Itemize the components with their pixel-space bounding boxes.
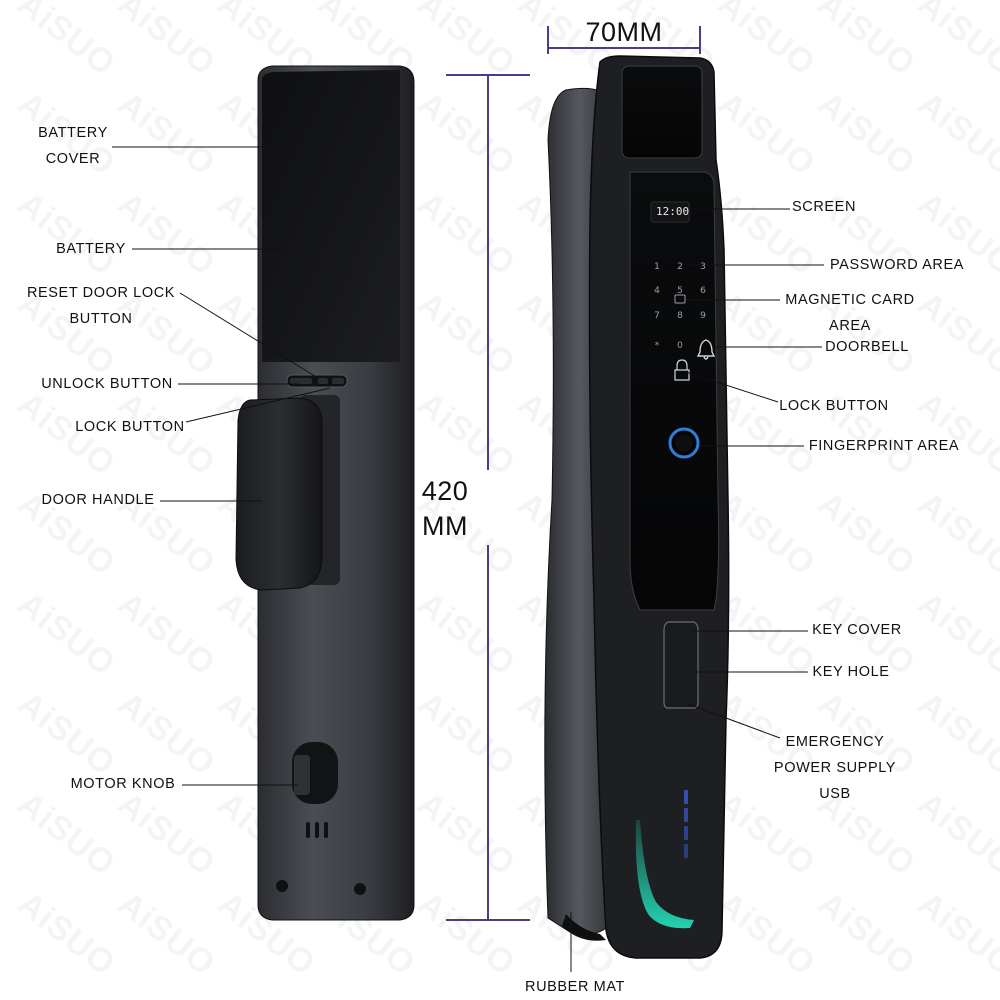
front-lock-group <box>544 55 730 959</box>
label-screen: SCREEN <box>791 199 857 215</box>
label-magnetic-card-line2: AREA <box>829 318 871 334</box>
label-emergency-line3: USB <box>819 786 851 802</box>
keypad-key[interactable]: 9 <box>700 311 706 321</box>
label-emergency-line1: EMERGENCY <box>785 734 885 750</box>
rubber-mat <box>562 914 606 941</box>
height-dimension <box>446 74 530 921</box>
back-plate-group <box>235 65 415 921</box>
label-magnetic-card-line1: MAGNETIC CARD <box>785 292 915 308</box>
led-bar-4 <box>684 844 688 858</box>
led-strip <box>635 820 694 929</box>
label-password-area: PASSWORD AREA <box>829 257 965 273</box>
led-bar-1 <box>684 790 688 804</box>
magnetic-card-icon[interactable] <box>674 294 686 304</box>
label-battery-cover-line1: BATTERY <box>38 125 108 141</box>
speaker-slot-3 <box>324 822 328 838</box>
keypad-key[interactable]: 7 <box>654 311 660 321</box>
label-reset-line2: BUTTON <box>69 311 133 327</box>
keypad-key[interactable]: * <box>654 341 660 351</box>
screw-hole-right <box>354 883 366 895</box>
width-dimension-label: 70MM <box>585 17 663 47</box>
height-dimension-value: 420 <box>421 476 469 506</box>
left-leader-lines <box>112 146 331 786</box>
door-handle[interactable] <box>235 397 323 591</box>
label-doorbell: DOORBELL <box>825 339 909 355</box>
label-reset-line1: RESET DOOR LOCK <box>26 285 176 301</box>
keypad-key[interactable]: 3 <box>700 262 706 272</box>
label-key-cover: KEY COVER <box>812 622 902 638</box>
battery-cover <box>262 70 400 362</box>
label-lock-button-right: LOCK BUTTON <box>779 398 889 414</box>
motor-knob[interactable] <box>294 755 310 795</box>
keypad-key[interactable]: 6 <box>700 286 706 296</box>
keypad-key[interactable]: 4 <box>654 286 660 296</box>
led-bar-3 <box>684 826 688 840</box>
label-emergency-line2: POWER SUPPLY <box>773 760 897 776</box>
speaker-slot-1 <box>306 822 310 838</box>
screen-clock: 12:00 <box>656 205 690 218</box>
clock-screen <box>650 201 690 223</box>
label-battery-cover-line2: COVER <box>45 151 101 167</box>
label-battery: BATTERY <box>56 241 126 257</box>
key-cover[interactable] <box>663 621 699 709</box>
led-bar-2 <box>684 808 688 822</box>
label-key-hole: KEY HOLE <box>812 664 890 680</box>
label-unlock-button: UNLOCK BUTTON <box>41 376 173 392</box>
keypad-key[interactable]: 1 <box>654 262 660 272</box>
lock-key-icon[interactable] <box>674 359 690 381</box>
speaker-slot-2 <box>315 822 319 838</box>
fingerprint-pad <box>675 434 693 452</box>
screw-hole-left <box>276 880 288 892</box>
height-dimension-unit: MM <box>422 511 468 541</box>
keypad-key[interactable]: 0 <box>677 341 683 351</box>
keypad-key[interactable]: 8 <box>677 311 683 321</box>
label-fingerprint-area: FINGERPRINT AREA <box>808 438 960 454</box>
keypad-key[interactable]: 2 <box>677 262 683 272</box>
label-door-handle: DOOR HANDLE <box>41 492 155 508</box>
right-leader-lines <box>570 208 824 972</box>
keypad-key[interactable]: 5 <box>677 286 683 296</box>
width-dimension <box>547 26 701 54</box>
label-rubber-mat: RUBBER MAT <box>525 979 625 995</box>
control-panel <box>629 171 720 611</box>
camera-window <box>621 65 703 159</box>
reset-button[interactable] <box>318 378 328 384</box>
lock-button[interactable] <box>332 378 344 384</box>
label-lock-button-left: LOCK BUTTON <box>75 419 185 435</box>
unlock-button[interactable] <box>290 378 312 384</box>
label-motor-knob: MOTOR KNOB <box>70 776 176 792</box>
doorbell-icon[interactable] <box>696 339 716 360</box>
